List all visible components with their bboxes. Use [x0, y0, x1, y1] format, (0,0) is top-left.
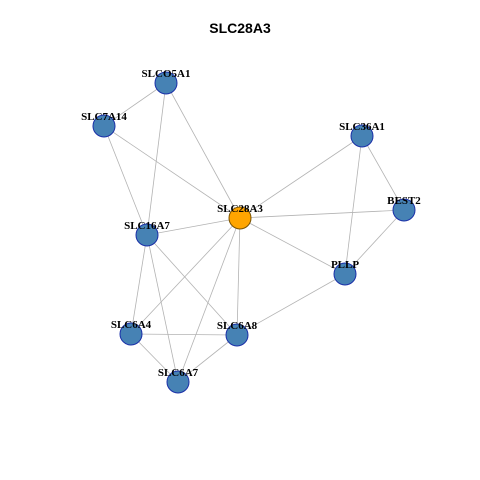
edge-slc28a3-slc6a8: [236, 217, 241, 336]
node-circle[interactable]: [228, 206, 252, 230]
node-label: PLLP: [331, 259, 359, 271]
node-circle[interactable]: [350, 124, 374, 148]
node-label: SLCO5A1: [142, 68, 191, 80]
edge-slc28a3-slc6a7: [177, 217, 241, 383]
edge-pllp-slc6a8: [236, 273, 346, 336]
edge-slc28a3-pllp: [239, 217, 346, 275]
node-label: SLC6A7: [158, 367, 199, 379]
edge-slc28a3-slc6a4: [130, 217, 241, 335]
edge-slc36a1-pllp: [344, 135, 363, 275]
node-slc28a3[interactable]: SLC28A3: [217, 203, 263, 230]
edge-slco5a1-slc7a14: [103, 82, 167, 127]
node-best2[interactable]: BEST2: [387, 195, 421, 222]
node-label: SLC28A3: [217, 203, 263, 215]
node-label: SLC6A8: [217, 320, 258, 332]
node-slc6a4[interactable]: SLC6A4: [111, 319, 152, 346]
node-circle[interactable]: [119, 322, 143, 346]
node-label: SLC7A14: [81, 111, 127, 123]
edge-slc28a3-slc7a14: [103, 125, 241, 219]
graph-title: SLC28A3: [209, 20, 271, 36]
node-slc6a8[interactable]: SLC6A8: [217, 320, 258, 347]
node-slc6a7[interactable]: SLC6A7: [158, 367, 199, 394]
edge-slc28a3-slc16a7: [146, 217, 241, 236]
edge-slc16a7-slc6a4: [130, 234, 148, 335]
edge-best2-pllp: [344, 209, 405, 275]
edge-slc6a8-slc6a7: [177, 334, 238, 383]
node-slc16a7[interactable]: SLC16A7: [124, 220, 170, 247]
edge-slc36a1-best2: [361, 135, 405, 211]
node-circle[interactable]: [166, 370, 190, 394]
node-label: SLC36A1: [339, 121, 385, 133]
node-slc36a1[interactable]: SLC36A1: [339, 121, 385, 148]
edge-slc28a3-slc36a1: [239, 135, 363, 219]
node-circle[interactable]: [392, 198, 416, 222]
edge-slc28a3-best2: [239, 209, 405, 219]
node-layer: SLC28A3 SLCO5A1SLC7A14SLC36A1BEST2SLC16A7…: [81, 68, 421, 394]
node-slc7a14[interactable]: SLC7A14: [81, 111, 127, 138]
node-pllp[interactable]: PLLP: [331, 259, 359, 286]
node-circle[interactable]: [333, 262, 357, 286]
node-label: SLC16A7: [124, 220, 170, 232]
node-circle[interactable]: [135, 223, 159, 247]
node-circle[interactable]: [225, 323, 249, 347]
node-label: BEST2: [387, 195, 421, 207]
node-label: SLC6A4: [111, 319, 152, 331]
edge-slc16a7-slc6a7: [146, 234, 179, 383]
node-circle[interactable]: [92, 114, 116, 138]
edge-slc6a4-slc6a8: [130, 333, 238, 336]
node-circle[interactable]: [154, 71, 178, 95]
edge-slc7a14-slc16a7: [103, 125, 148, 236]
edge-slc28a3-slco5a1: [165, 82, 241, 219]
node-slco5a1[interactable]: SLCO5A1: [142, 68, 191, 95]
edge-slco5a1-slc16a7: [146, 82, 167, 236]
edge-slc16a7-slc6a8: [146, 234, 238, 336]
